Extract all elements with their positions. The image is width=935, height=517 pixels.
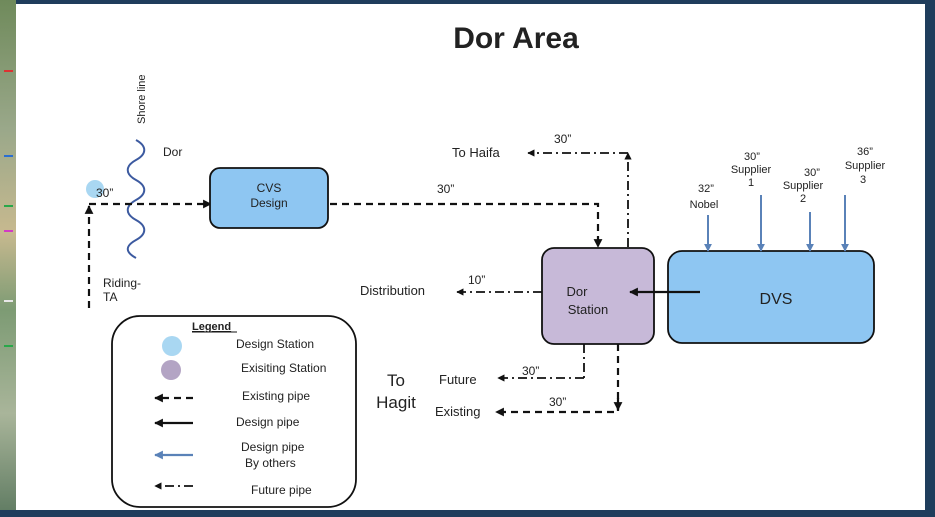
supplier1-number-label: 1 bbox=[748, 177, 754, 189]
supplier2-name-label: Supplier bbox=[783, 180, 824, 192]
legend-future-pipe-label: Future pipe bbox=[251, 483, 312, 497]
cvs-label-line2: Design bbox=[250, 196, 287, 210]
legend-box bbox=[111, 315, 357, 508]
nobel-name-label: Nobel bbox=[690, 199, 719, 211]
cvs-to-dor-station-pipe bbox=[330, 202, 603, 248]
nobel-size-label: 32” bbox=[698, 183, 714, 195]
to-hagit-label-line2: Hagit bbox=[376, 393, 416, 412]
legend-existing-pipe-label: Existing pipe bbox=[242, 389, 310, 403]
dor-to-existing-pipe bbox=[495, 344, 620, 417]
top-border bbox=[0, 0, 935, 4]
dor-station-label-line1: Dor bbox=[567, 284, 589, 299]
distribution-size-label: 10” bbox=[468, 273, 485, 287]
supplier3-number-label: 3 bbox=[860, 174, 866, 186]
legend-design-pipe-label: Design pipe bbox=[236, 415, 300, 429]
page-title: Dor Area bbox=[453, 22, 579, 55]
supplier2-number-label: 2 bbox=[800, 193, 806, 205]
shore-line-wave bbox=[126, 139, 146, 259]
supplier3-size-label: 36” bbox=[857, 146, 873, 158]
legend-by-others-label-line1: Design pipe bbox=[241, 440, 305, 454]
dor-station-label-line2: Station bbox=[568, 302, 608, 317]
legend-title: Legend bbox=[192, 321, 231, 333]
inlet-size-label: 30” bbox=[96, 186, 113, 200]
left-map-strip bbox=[0, 0, 16, 517]
shore-line-label: Shore line bbox=[136, 74, 148, 124]
legend-existing-station-label: Exisiting Station bbox=[241, 361, 326, 375]
supplier1-size-label: 30” bbox=[744, 151, 760, 163]
legend-existing-station-swatch bbox=[161, 360, 181, 380]
dor-station-box bbox=[541, 247, 655, 345]
dor-label: Dor bbox=[163, 145, 182, 159]
cvs-label-line1: CVS bbox=[257, 181, 282, 195]
to-haifa-label: To Haifa bbox=[452, 145, 500, 160]
distribution-label: Distribution bbox=[360, 283, 425, 298]
future-label: Future bbox=[439, 372, 477, 387]
legend-by-others-label-line2: By others bbox=[245, 456, 296, 470]
cvs-design-box bbox=[209, 167, 329, 229]
supplier1-name-label: Supplier bbox=[731, 164, 772, 176]
right-border bbox=[925, 0, 935, 517]
supplier3-name-label: Supplier bbox=[845, 160, 886, 172]
existing-size-label: 30” bbox=[549, 395, 566, 409]
dvs-label: DVS bbox=[760, 291, 793, 308]
haifa-size-label: 30” bbox=[554, 132, 571, 146]
to-hagit-label-line1: To bbox=[387, 371, 405, 390]
dvs-box bbox=[667, 250, 875, 344]
riding-design-station-dot bbox=[86, 180, 104, 198]
riding-label-line1: Riding- bbox=[103, 276, 141, 290]
supplier2-size-label: 30” bbox=[804, 167, 820, 179]
existing-label: Existing bbox=[435, 404, 481, 419]
legend-design-station-label: Design Station bbox=[236, 337, 314, 351]
future-size-label: 30” bbox=[522, 364, 539, 378]
riding-label-line2: TA bbox=[103, 290, 117, 304]
bottom-border bbox=[0, 510, 935, 517]
cvs-dor-size-label: 30” bbox=[437, 182, 454, 196]
legend-design-station-swatch bbox=[162, 336, 182, 356]
